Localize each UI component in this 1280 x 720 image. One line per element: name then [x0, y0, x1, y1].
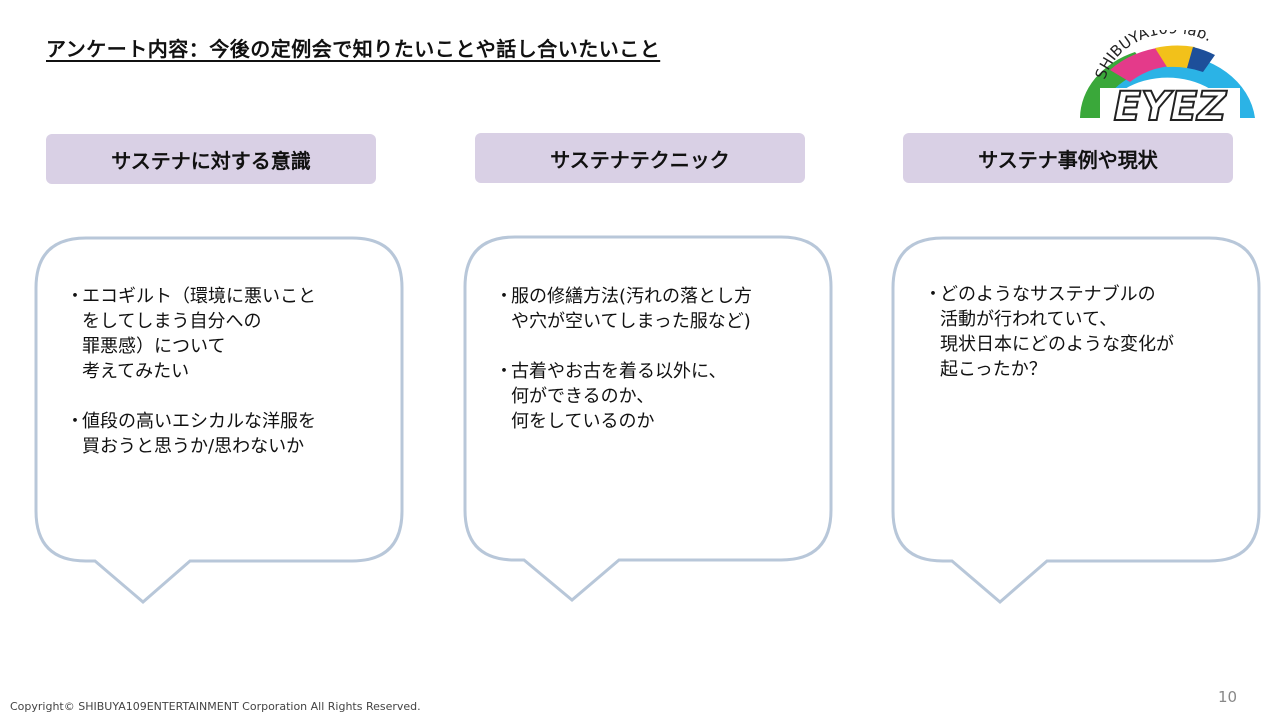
bubble-1-content: ・ エコギルト（環境に悪いこと をしてしまう自分への 罪悪感）について 考えてみ… [66, 284, 316, 484]
bullet-item: ・ 服の修繕方法(汚れの落とし方 や穴が空いてしまった服など) [495, 286, 753, 332]
bullet-item: ・ 古着やお古を着る以外に、 何ができるのか、 何をしているのか [495, 361, 727, 432]
slide-title: アンケート内容：今後の定例会で知りたいことや話し合いたいこと [46, 37, 661, 61]
speech-bubble-1 [34, 236, 404, 604]
column-heading-awareness: サステナに対する意識 [46, 134, 376, 184]
copyright-footer: Copyright© SHIBUYA109ENTERTAINMENT Corpo… [10, 700, 421, 713]
text-line: をしてしまう自分への [82, 311, 262, 332]
text-line: 買おうと思うか/思わないか [82, 436, 305, 457]
bullet-item: ・ 値段の高いエシカルな洋服を 買おうと思うか/思わないか [66, 411, 316, 457]
text-line: 服の修繕方法(汚れの落とし方 [511, 286, 753, 307]
bubble-3-content: ・ どのようなサステナブルの 活動が行われていて、 現状日本にどのような変化が … [924, 282, 1174, 407]
text-line: 罪悪感）について [82, 336, 226, 357]
text-line: 起こったか？ [940, 359, 1047, 380]
text-line: エコギルト（環境に悪いこと [82, 286, 316, 307]
text-line: 古着やお古を着る以外に、 [511, 361, 727, 382]
logo-main-text: EYEZ [1114, 84, 1228, 125]
bubble-2-content: ・ 服の修繕方法(汚れの落とし方 や穴が空いてしまった服など) ・ 古着やお古を… [495, 284, 752, 459]
speech-bubble-3 [891, 236, 1261, 604]
text-line: どのようなサステナブルの [940, 284, 1156, 305]
text-line: 何をしているのか [511, 411, 655, 432]
bullet-item: ・ エコギルト（環境に悪いこと をしてしまう自分への 罪悪感）について 考えてみ… [66, 286, 316, 382]
text-line: 活動が行われていて、 [940, 309, 1118, 330]
text-line: 考えてみたい [82, 361, 190, 382]
text-line: 現状日本にどのような変化が [940, 334, 1174, 355]
column-heading-cases: サステナ事例や現状 [903, 133, 1233, 183]
column-heading-technique: サステナテクニック [475, 133, 805, 183]
speech-bubble-2 [463, 235, 833, 602]
text-line: 値段の高いエシカルな洋服を [82, 411, 316, 432]
eyez-logo: SHIBUYA109 lab. EYEZ [1075, 19, 1260, 131]
text-line: 何ができるのか、 [511, 386, 655, 407]
text-line: や穴が空いてしまった服など) [511, 311, 751, 332]
bullet-item: ・ どのようなサステナブルの 活動が行われていて、 現状日本にどのような変化が … [924, 284, 1174, 380]
page-number: 10 [1218, 688, 1238, 706]
